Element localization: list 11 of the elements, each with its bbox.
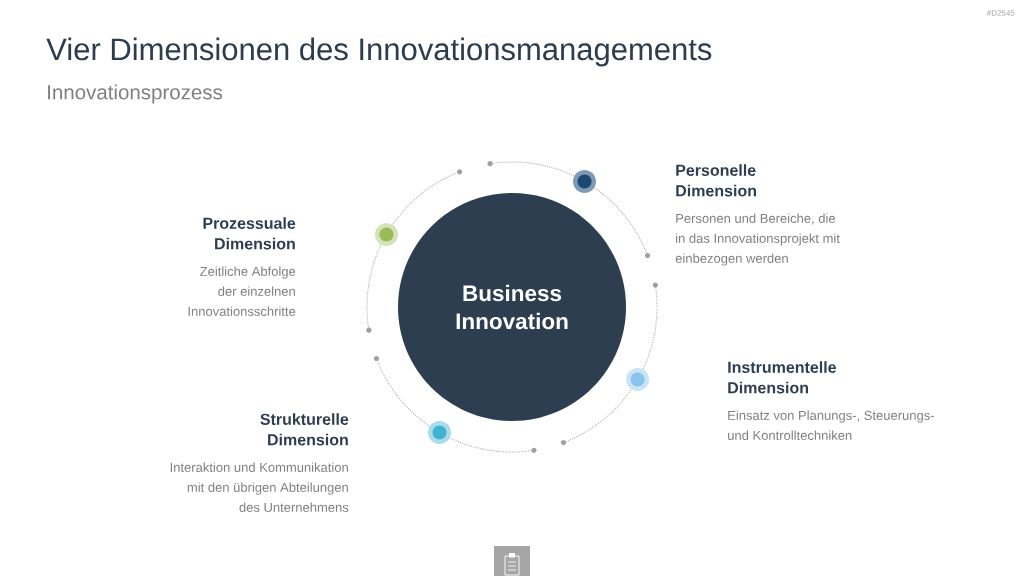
subtitle: Innovationsprozess <box>48 84 223 104</box>
title: Vier Dimensionen des Innovationsmanagements <box>46 37 712 67</box>
dimension-heading: Strukturelle Dimension <box>260 413 349 446</box>
dimension-heading: Personelle Dimension <box>676 164 756 197</box>
dimension-description: Personen und Bereiche, die in das Innovationsprojekt mit einbezogen werden <box>675 213 840 266</box>
dimension-heading: Prozessuale Dimension <box>203 217 296 250</box>
slide-code: #D2545 <box>986 10 1015 16</box>
dimension-description: Einsatz von Planungs-, Steuerungs- und Kontrolltechniken <box>728 410 934 440</box>
dimension-heading: Instrumentelle Dimension <box>728 361 836 394</box>
dimension-description: Zeitliche Abfolge der einzelnen Innovationsschritte <box>188 266 296 316</box>
dimension-description: Interaktion und Kommunikation mit den übrigen Abteilungen des Unternehmens <box>170 462 349 512</box>
